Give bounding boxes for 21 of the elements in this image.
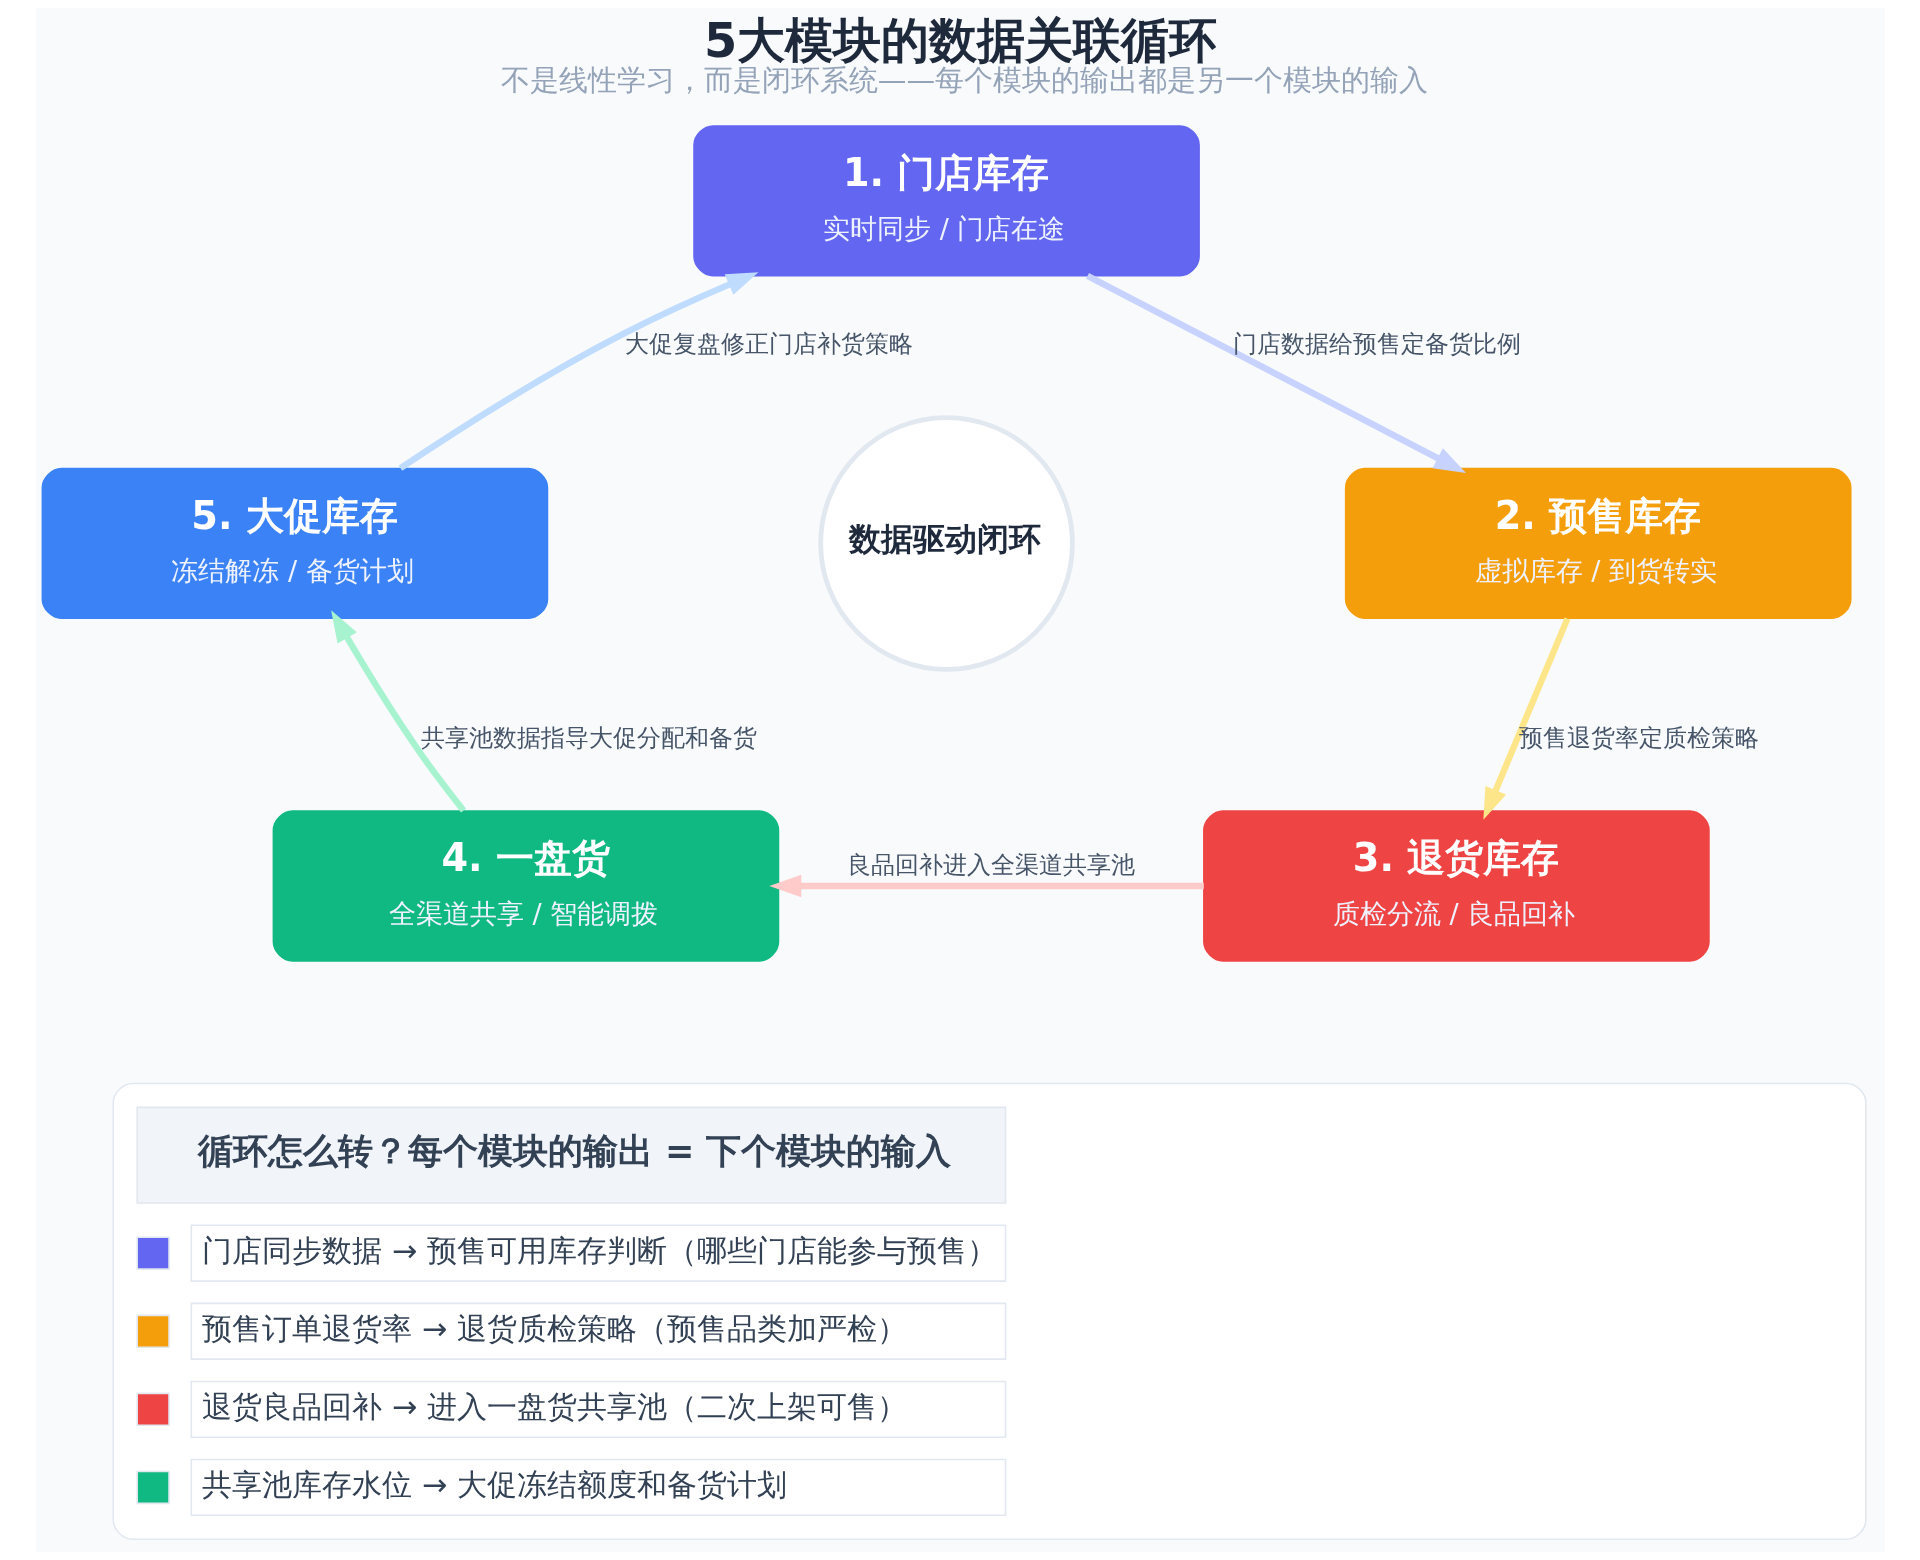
arrow — [1085, 273, 1466, 473]
edge-label: 大促复盘修正门店补货策略 — [624, 330, 913, 359]
arrow — [768, 874, 1204, 898]
node-circle: 数据驱动闭环 — [817, 415, 1075, 672]
edge-label: 共享池数据指导大促分配和备货 — [420, 723, 757, 752]
node-box: 1. 门店库存 实时同步 / 门店在途 — [692, 125, 1200, 277]
arrow — [398, 272, 758, 471]
legend-label: 退货良品回补 → 进入一盘货共享池（二次上架可售） — [202, 1388, 907, 1424]
edge-label: 门店数据给预售定备货比例 — [1232, 330, 1521, 359]
node-box: 3. 退货库存 质检分流 / 良品回补 — [1202, 810, 1710, 962]
node-box: 4. 一盘货 全渠道共享 / 智能调拨 — [272, 810, 779, 962]
node-box: 2. 预售库存 虚拟库存 / 到货转实 — [1344, 467, 1852, 620]
edge-label: 良品回补进入全渠道共享池 — [846, 851, 1135, 880]
legend-label: 预售订单退货率 → 退货质检策略（预售品类加严检） — [202, 1310, 907, 1346]
arrow — [330, 610, 466, 813]
arrow — [1482, 617, 1570, 820]
edge-label: 预售退货率定质检策略 — [1518, 723, 1759, 752]
legend-label: 共享池库存水位 → 大促冻结额度和备货计划 — [202, 1466, 787, 1502]
label: 循环怎么转？每个模块的输出 = 下个模块的输入 — [197, 1129, 951, 1171]
legend-label: 门店同步数据 → 预售可用库存判断（哪些门店能参与预售） — [202, 1232, 997, 1268]
node-box: 5. 大促库存 冻结解冻 / 备货计划 — [41, 467, 548, 620]
